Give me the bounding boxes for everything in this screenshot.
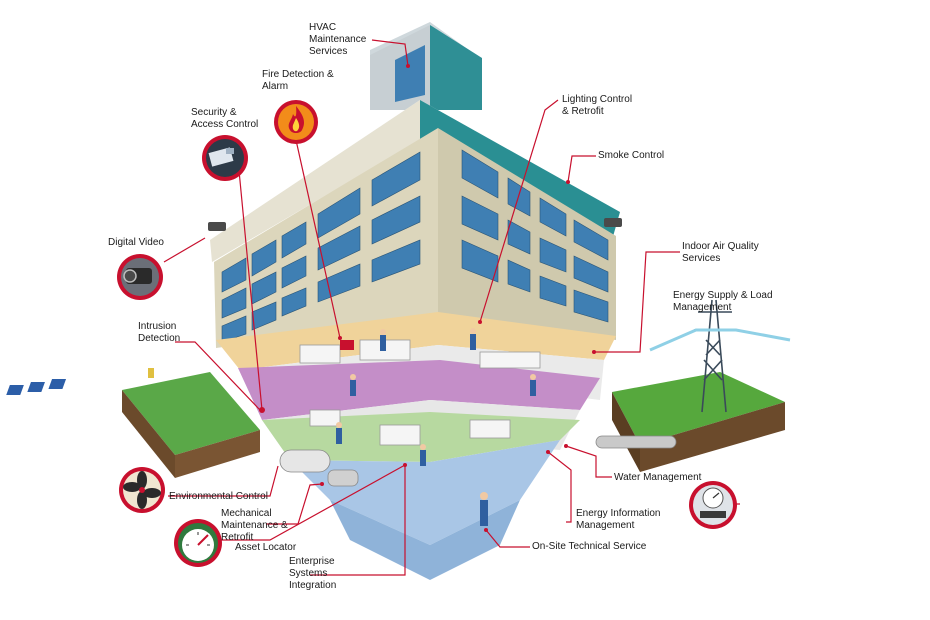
label-enterprise-systems: Enterprise Systems Integration — [289, 556, 337, 591]
label-intrusion-detection: Intrusion Detection — [138, 321, 181, 344]
leader-lines — [163, 39, 740, 576]
power-tower-icon — [649, 299, 791, 413]
security-camera-icon — [208, 218, 622, 231]
label-environmental-control: Environmental Control — [169, 491, 268, 502]
boiler-tank — [279, 449, 331, 473]
fan-icon — [119, 467, 165, 513]
label-hvac-maintenance: HVAC Maintenance Services — [309, 22, 367, 57]
label-smoke-control: Smoke Control — [598, 150, 665, 161]
label-onsite-technical: On-Site Technical Service — [532, 541, 647, 552]
security-card-reader-icon — [202, 135, 248, 181]
right-ground-slab — [595, 372, 785, 472]
label-water-management: Water Management — [614, 472, 702, 483]
label-fire-detection: Fire Detection & Alarm — [262, 69, 334, 92]
digital-video-camera-icon — [117, 254, 163, 300]
label-lighting-control: Lighting Control & Retrofit — [562, 94, 633, 117]
label-asset-locator: Asset Locator — [235, 542, 297, 553]
gauge-icon — [174, 519, 222, 567]
left-ground-slab — [6, 368, 260, 478]
fire-icon — [274, 100, 318, 144]
energy-meter-icon — [689, 481, 737, 529]
label-mechanical-maintenance: Mechanical Maintenance & Retrofit — [221, 508, 288, 543]
building — [208, 22, 622, 580]
label-digital-video: Digital Video — [108, 237, 164, 248]
label-energy-supply: Energy Supply & Load Management — [673, 290, 773, 313]
label-security-access: Security & Access Control — [191, 107, 259, 130]
label-indoor-air-quality: Indoor Air Quality Services — [682, 241, 759, 264]
label-energy-information: Energy Information Management — [576, 508, 661, 531]
water-pipe — [595, 435, 677, 449]
